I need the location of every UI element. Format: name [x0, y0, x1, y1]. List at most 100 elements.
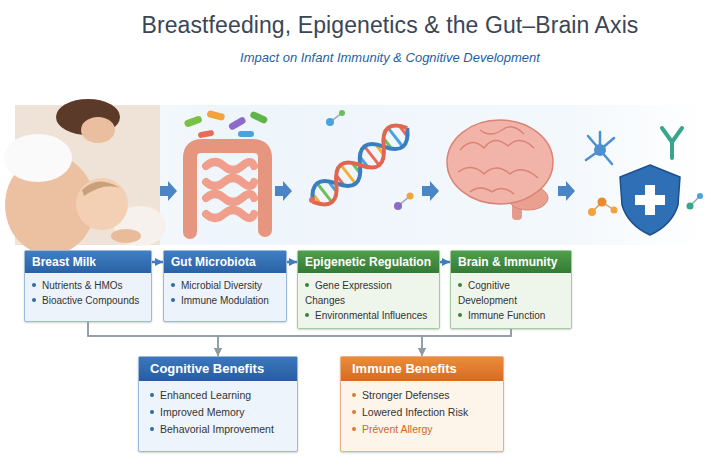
process-box: Epigenetic RegulationGene Expression Cha…	[297, 250, 440, 329]
bullet-item: Lowered Infection Risk	[352, 404, 492, 421]
flow-arrow	[160, 181, 177, 201]
molecule-atom	[339, 110, 345, 116]
process-box: Breast MilkNutrients & HMOsBioactive Com…	[24, 250, 152, 322]
molecule-atom	[598, 198, 607, 207]
process-box: Gut MicrobiotaMicrobial DiversityImmune …	[163, 250, 287, 322]
bullet-dot	[352, 427, 356, 431]
bullet-dot	[171, 283, 175, 287]
bullet-dot	[150, 410, 154, 414]
brain-picture	[447, 120, 553, 220]
subtitle-label: Impact on Infant Immunity & Cognitive De…	[135, 50, 645, 65]
box-body: Enhanced LearningImproved MemoryBehavori…	[139, 381, 297, 444]
bullet-item: Immune Modulation	[171, 293, 279, 308]
dna-strand	[305, 119, 414, 212]
title-rule	[140, 42, 640, 44]
bullet-text: Bioactive Compounds	[42, 295, 139, 306]
neuron-branches	[586, 132, 614, 164]
bracket-connector	[88, 322, 218, 356]
bullet-item: Behavorial Improvement	[150, 421, 286, 438]
bullet-text: Immune Modulation	[181, 295, 269, 306]
bullet-item: Bioactive Compounds	[32, 293, 144, 308]
box-body: Stronger DefensesLowered Infection RiskP…	[341, 381, 503, 444]
baby-hair	[82, 181, 120, 196]
bullet-item: Cognitive Development	[458, 278, 564, 308]
dna-rung	[341, 166, 355, 183]
bullet-item: Nutrients & HMOs	[32, 278, 144, 293]
mother-hand	[111, 229, 141, 243]
flow-arrow	[422, 181, 439, 201]
bullet-item: Immune Function	[458, 308, 564, 323]
process-box: Brain & ImmunityCognitive DevelopmentImm…	[450, 250, 572, 329]
bullet-text: Lowered Infection Risk	[362, 406, 468, 418]
neuron-body	[594, 144, 606, 156]
bullet-text: Stronger Defenses	[362, 389, 450, 401]
dna-rung	[318, 184, 332, 201]
dna-picture	[305, 110, 414, 211]
flow-arrow	[275, 181, 292, 201]
bullet-dot	[305, 313, 309, 317]
bullet-dot	[305, 283, 309, 287]
bullet-text: Improved Memory	[160, 406, 245, 418]
antibody	[662, 128, 682, 158]
box-heading: Immune Benefits	[341, 357, 503, 381]
box-body: Microbial DiversityImmune Modulation	[164, 273, 286, 313]
bullet-dot	[150, 393, 154, 397]
process-box: Immune BenefitsStronger DefensesLowered …	[340, 356, 504, 452]
bullet-item: Microbial Diversity	[171, 278, 279, 293]
bullet-dot	[32, 283, 36, 287]
box-heading: Gut Microbiota	[164, 251, 286, 273]
dna-rung	[365, 147, 379, 164]
molecule-atom	[611, 207, 618, 214]
molecule-atom	[394, 202, 402, 210]
box-body: Gene Expression ChangesEnvironmental Inf…	[298, 273, 439, 328]
cerebrum	[447, 120, 553, 204]
bullet-text: Environmental Influences	[315, 310, 427, 321]
bullet-item: Prévent Allergy	[352, 421, 492, 438]
molecule-atom	[309, 197, 315, 203]
bullet-text: Nutrients & HMOs	[42, 280, 123, 291]
molecule-atom	[326, 118, 334, 126]
bullet-item: Enhanced Learning	[150, 387, 286, 404]
bullet-item: Stronger Defenses	[352, 387, 492, 404]
bullet-dot	[32, 298, 36, 302]
intestine-picture	[184, 110, 269, 232]
immunity-picture	[586, 128, 703, 235]
mother-baby-picture	[4, 99, 166, 255]
shield	[620, 165, 680, 235]
bracket-connector	[218, 329, 511, 356]
box-heading: Brain & Immunity	[451, 251, 571, 273]
box-heading: Breast Milk	[25, 251, 151, 273]
bullet-dot	[352, 410, 356, 414]
box-body: Cognitive DevelopmentImmune Function	[451, 273, 571, 328]
flow-connector	[152, 261, 163, 264]
bullet-dot	[458, 283, 462, 287]
bacterium	[198, 130, 215, 139]
bullet-text: Gene Expression Changes	[305, 280, 392, 306]
bullet-dot	[352, 393, 356, 397]
mother-garment	[4, 134, 72, 182]
box-heading: Cognitive Benefits	[139, 357, 297, 381]
diagram-title: Breastfeeding, Epigenetics & the Gut–Bra…	[120, 12, 660, 39]
flow-arrow	[558, 181, 575, 201]
molecule-atom	[407, 193, 414, 200]
molecule-atom	[687, 203, 694, 210]
shield-cross	[635, 195, 665, 205]
bullet-text: Prévent Allergy	[362, 423, 433, 435]
bullet-dot	[150, 427, 154, 431]
bullet-text: Microbial Diversity	[181, 280, 262, 291]
box-body: Nutrients & HMOsBioactive Compounds	[25, 273, 151, 313]
dna-rung	[389, 129, 403, 146]
bullet-text: Immune Function	[468, 310, 545, 321]
bullet-text: Enhanced Learning	[160, 389, 251, 401]
bullet-text: Behavorial Improvement	[160, 423, 274, 435]
bacterium	[228, 116, 247, 131]
bullet-item: Improved Memory	[150, 404, 286, 421]
flow-connector	[440, 261, 450, 264]
process-box: Cognitive BenefitsEnhanced LearningImpro…	[138, 356, 298, 452]
illustration-band	[15, 105, 705, 245]
brain-folds	[458, 127, 538, 194]
baby-head	[76, 178, 128, 230]
bacterium	[206, 110, 225, 121]
mother-face	[81, 117, 115, 143]
dna-helix	[305, 119, 414, 212]
